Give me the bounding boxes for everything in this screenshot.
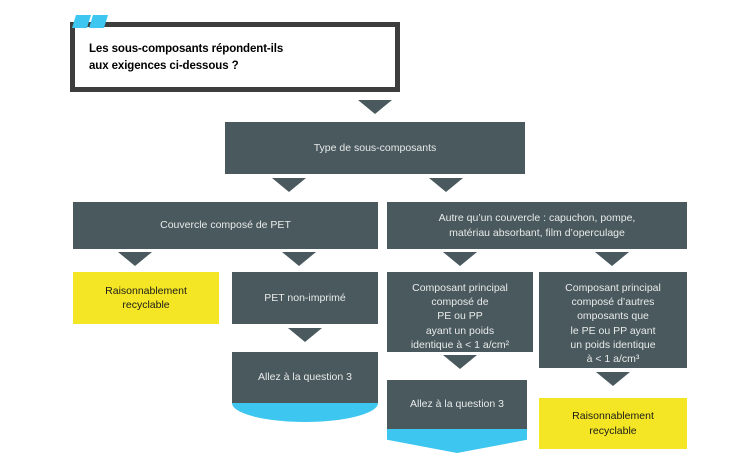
double-chevron-icon bbox=[72, 15, 108, 28]
cyan-terminator-band-middle bbox=[387, 429, 527, 453]
node-composant-autres[interactable]: Composant principal composé d’autres omp… bbox=[539, 272, 687, 368]
node-type-sous-composants[interactable]: Type de sous-composants bbox=[225, 122, 525, 174]
node-label: PET non-imprimé bbox=[264, 291, 346, 304]
arrow-autre-to-composant-pe-pp bbox=[443, 252, 477, 266]
node-raisonnablement-recyclable-right[interactable]: Raisonnablement recyclable bbox=[539, 398, 687, 449]
arrow-type-to-autre bbox=[429, 178, 463, 192]
node-label: Composant principal composé d’autres omp… bbox=[565, 282, 661, 365]
node-allez-question-3-middle[interactable]: Allez à la question 3 bbox=[387, 380, 527, 429]
arrow-question-to-type bbox=[358, 100, 392, 114]
node-label: Autre qu’un couvercle : capuchon, pompe,… bbox=[438, 212, 636, 239]
node-label: Couvercle composé de PET bbox=[160, 219, 291, 232]
node-label: Composant principal composé de PE ou PP … bbox=[410, 282, 510, 351]
node-label: Allez à la question 3 bbox=[410, 398, 504, 411]
node-raisonnablement-recyclable-left[interactable]: Raisonnablement recyclable bbox=[73, 272, 219, 324]
arrow-autre-to-composant-autres bbox=[595, 252, 629, 266]
node-label: Raisonnablement recyclable bbox=[572, 410, 654, 437]
cyan-band-shape bbox=[387, 429, 527, 453]
arrow-couvercle-to-recyclable bbox=[118, 252, 152, 266]
node-autre-couvercle[interactable]: Autre qu’un couvercle : capuchon, pompe,… bbox=[387, 202, 687, 249]
question-card: Les sous-composants répondent-ils aux ex… bbox=[70, 22, 400, 92]
arrow-couvercle-to-pet-non-imprime bbox=[282, 252, 316, 266]
node-pet-non-imprime[interactable]: PET non-imprimé bbox=[232, 272, 378, 324]
arrow-autres-to-recyclable bbox=[596, 372, 630, 386]
node-allez-question-3-left[interactable]: Allez à la question 3 bbox=[232, 352, 378, 403]
node-couvercle-pet[interactable]: Couvercle composé de PET bbox=[73, 202, 378, 249]
arrow-type-to-couvercle bbox=[272, 178, 306, 192]
node-label: Allez à la question 3 bbox=[258, 371, 352, 384]
arrow-pepp-to-question3 bbox=[443, 355, 477, 369]
node-label: Raisonnablement recyclable bbox=[105, 284, 187, 311]
question-text: Les sous-composants répondent-ils aux ex… bbox=[89, 43, 284, 72]
node-composant-pe-pp[interactable]: Composant principal composé de PE ou PP … bbox=[387, 272, 533, 352]
node-label: Type de sous-composants bbox=[313, 141, 437, 154]
arrow-pet-to-question3 bbox=[288, 328, 322, 342]
cyan-terminator-band-left bbox=[232, 403, 378, 422]
